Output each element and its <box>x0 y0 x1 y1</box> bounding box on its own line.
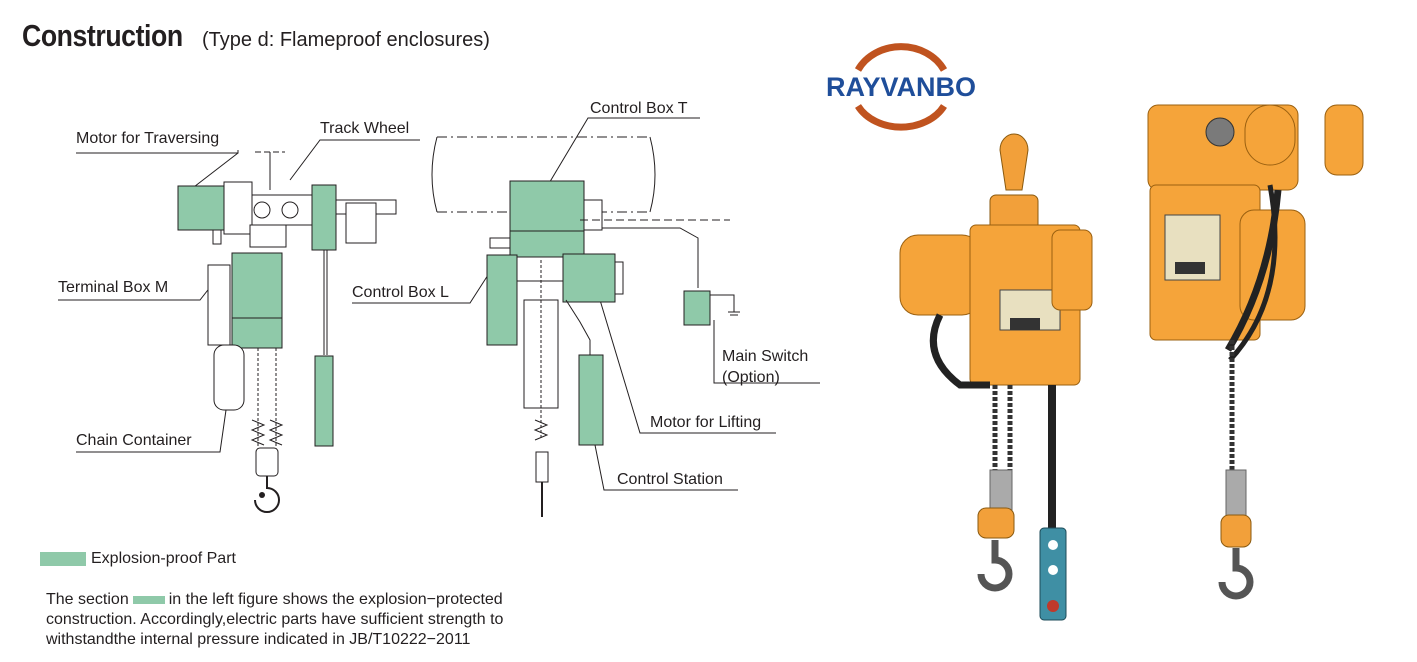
page-title: Construction (Type d: Flameproof enclosu… <box>22 18 490 54</box>
label-track-wheel: Track Wheel <box>320 120 410 137</box>
hoist-photo-right <box>1147 104 1364 600</box>
title-main: Construction <box>22 18 183 53</box>
rayvanbo-logo <box>854 43 948 131</box>
label-terminal-box-m: Terminal Box M <box>58 279 169 296</box>
middle-hoist-drawing <box>431 136 740 517</box>
inline-legend-swatch <box>132 595 165 604</box>
title-subtitle: (Type d: Flameproof enclosures) <box>202 29 490 51</box>
description-part1: The section <box>46 591 129 608</box>
label-chain-container: Chain Container <box>76 432 192 449</box>
left-hoist-drawing <box>177 151 397 513</box>
label-control-station: Control Station <box>617 471 723 488</box>
leader-chain-container <box>76 409 227 453</box>
leader-control-box-l <box>352 274 489 304</box>
logo-text: RAYVANBO <box>826 72 977 102</box>
leader-motor-lifting <box>599 299 776 434</box>
label-main-switch: Main Switch <box>722 348 809 365</box>
leader-main-switch <box>713 320 820 384</box>
legend-swatch <box>40 552 86 566</box>
legend-label: Explosion-proof Part <box>91 550 236 567</box>
label-main-switch-option: (Option) <box>722 369 780 386</box>
description-part2: in the left figure shows the explosion−p… <box>46 591 504 648</box>
label-control-box-l: Control Box L <box>352 284 449 301</box>
label-control-box-t: Control Box T <box>590 100 688 117</box>
hoist-photo-left <box>899 133 1093 621</box>
leader-control-box-t <box>547 117 700 186</box>
leader-track-wheel <box>289 139 420 181</box>
leader-motor-traversing-2 <box>189 152 239 191</box>
label-motor-traversing: Motor for Traversing <box>76 130 220 147</box>
leader-control-station <box>593 439 738 491</box>
label-motor-lifting: Motor for Lifting <box>650 414 762 431</box>
